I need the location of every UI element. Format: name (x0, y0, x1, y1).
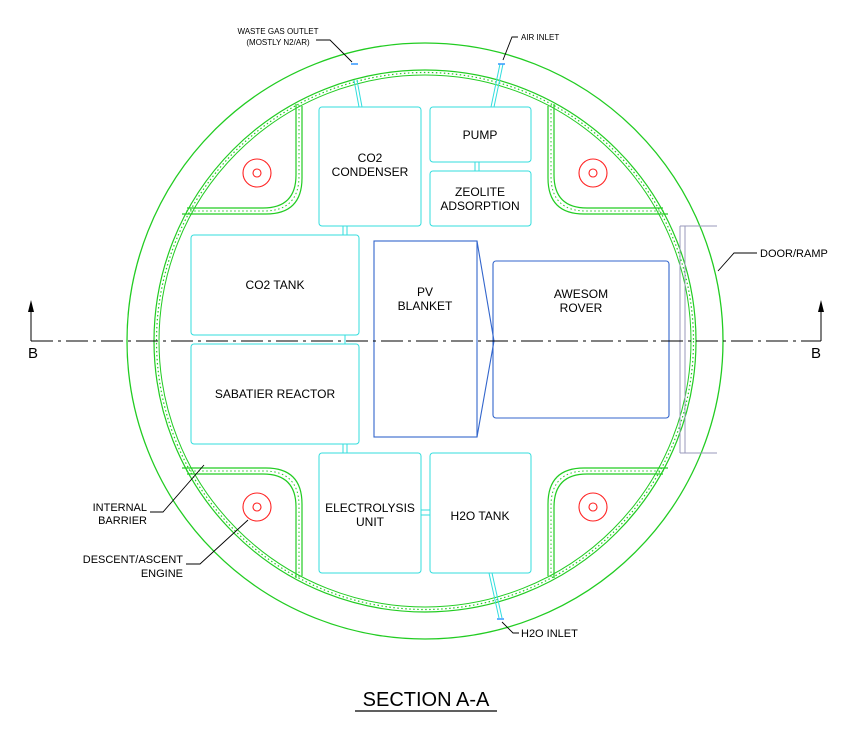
leader-lines (150, 36, 757, 634)
cut-label-left: B (28, 345, 38, 362)
pv-blanket-deploy (476, 240, 495, 438)
electrolysis-label-1: ELECTROLYSIS (325, 501, 415, 515)
zeolite-label-1: ZEOLITE (455, 185, 505, 199)
zeolite-label-2: ADSORPTION (440, 199, 519, 213)
engine-bottom-left (242, 492, 272, 522)
pv-blanket-box (373, 240, 478, 438)
section-cut-line (30, 308, 822, 342)
pump-label: PUMP (463, 128, 498, 142)
engine-top-left (242, 158, 272, 188)
pv-blanket-label-1: PV (417, 285, 433, 299)
h2o-inlet-label: H2O INLET (521, 628, 578, 640)
electrolysis-box (318, 452, 422, 574)
internal-barrier-label-1: INTERNAL (93, 502, 147, 514)
engine-label-1: DESCENT/ASCENT (83, 554, 184, 566)
rover-label-1: AWESOM (554, 287, 608, 301)
air-inlet-label: AIR INLET (521, 33, 559, 42)
section-title: SECTION A-A (363, 689, 490, 711)
co2-condenser-box (318, 106, 422, 227)
electrolysis-label-2: UNIT (356, 515, 385, 529)
waste-gas-label-2: (MOSTLY N2/AR) (246, 38, 310, 47)
internal-barriers (182, 104, 668, 578)
waste-gas-label-1: WASTE GAS OUTLET (237, 27, 318, 36)
inner-hull-hatch (155, 71, 695, 611)
internal-barrier-label-2: BARRIER (98, 515, 147, 527)
zeolite-box (429, 170, 532, 227)
engine-top-right (578, 158, 608, 188)
cut-label-right: B (811, 345, 821, 362)
co2-condenser-label-1: CO2 (358, 151, 383, 165)
rover-label-2: ROVER (560, 301, 603, 315)
door-ramp-label: DOOR/RAMP (760, 248, 828, 260)
co2-tank-label: CO2 TANK (246, 278, 305, 292)
h2o-tank-box (429, 452, 532, 574)
sabatier-box (190, 343, 360, 445)
co2-tank-box (190, 234, 360, 336)
engine-bottom-right (578, 492, 608, 522)
door-ramp (679, 225, 717, 454)
pv-blanket-label-2: BLANKET (398, 299, 453, 313)
h2o-tank-label: H2O TANK (451, 509, 510, 523)
piping (342, 63, 504, 619)
co2-condenser-label-2: CONDENSER (332, 165, 409, 179)
rover-box (492, 260, 670, 419)
engine-label-2: ENGINE (141, 568, 183, 580)
pump-box (429, 106, 532, 163)
section-arrow-left (28, 300, 34, 312)
sabatier-label: SABATIER REACTOR (215, 387, 336, 401)
section-arrow-right (818, 300, 824, 312)
